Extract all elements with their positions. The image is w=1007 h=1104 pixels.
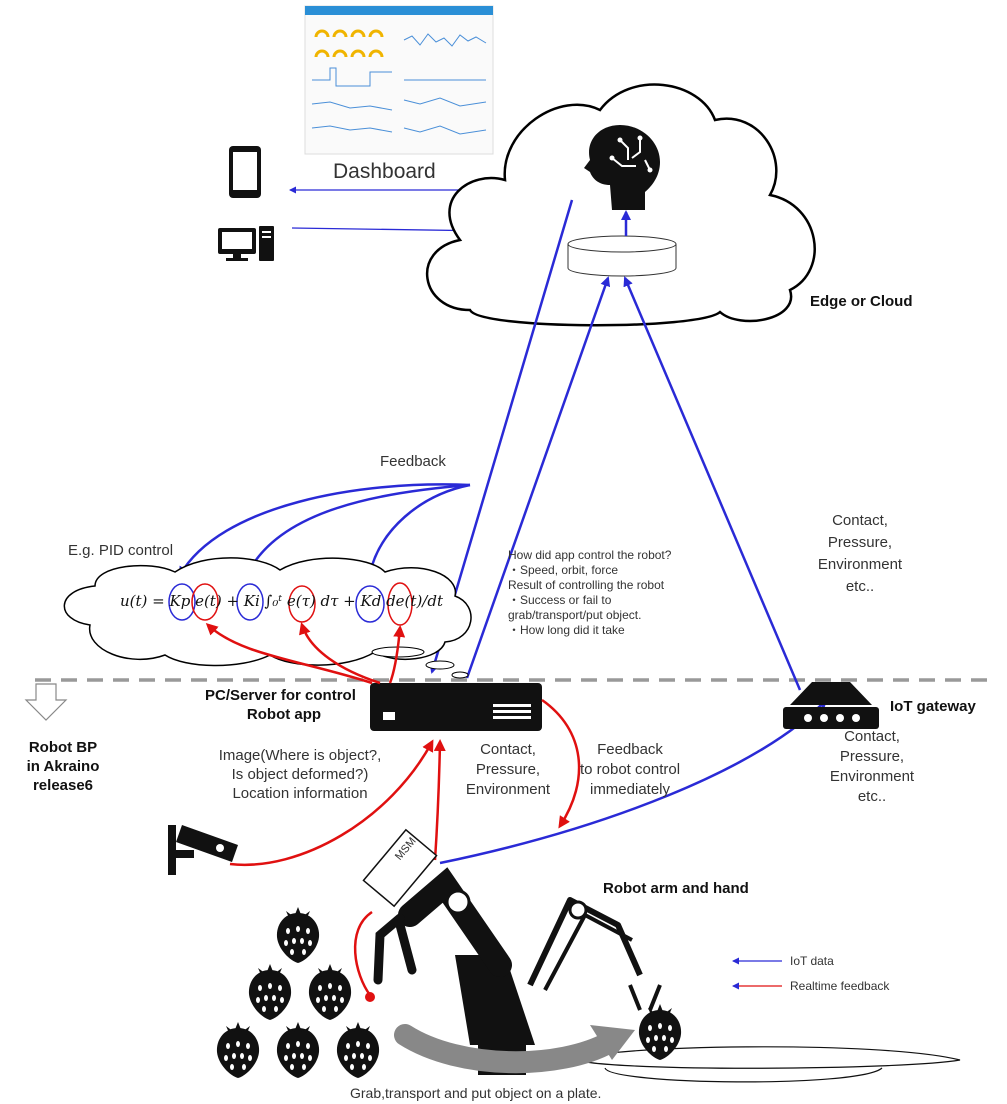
transport-arrow xyxy=(394,1024,621,1074)
note-line-2: ・Speed, orbit, force xyxy=(508,563,619,577)
contact-server-line-2: Pressure, xyxy=(475,761,541,778)
feedback-robot-line-3: immediately xyxy=(589,781,671,798)
contact-server-line-1: Contact, xyxy=(480,741,536,758)
edge-or-cloud-label: Edge or Cloud xyxy=(810,293,913,310)
contact-gateway-line-1: Contact, xyxy=(844,728,900,745)
ai-head-icon xyxy=(584,125,660,210)
database-icon xyxy=(567,235,677,277)
iot-gateway-label: IoT gateway xyxy=(890,698,976,715)
pc-server-line-1: PC/Server for control xyxy=(205,687,356,704)
grab-caption: Grab,transport and put object on a plate… xyxy=(350,1085,602,1101)
note-line-1: How did app control the robot? xyxy=(508,548,672,562)
robot-bp-line-1: Robot BP xyxy=(28,739,98,756)
image-info-line-3: Location information xyxy=(232,785,368,802)
contact-gateway-line-4: etc.. xyxy=(857,788,887,805)
app-control-notes: How did app control the robot? ・Speed, o… xyxy=(508,548,671,638)
contact-server-label: Contact, Pressure, Environment xyxy=(448,740,568,800)
note-line-5: grab/transport/put object. xyxy=(508,608,642,622)
contact-cloud-line-4: etc.. xyxy=(845,578,875,595)
contact-cloud-line-2: Pressure, xyxy=(827,534,893,551)
legend-realtime-label: Realtime feedback xyxy=(790,979,890,993)
pid-cloud-shape xyxy=(63,557,472,667)
contact-cloud-line-3: Environment xyxy=(817,556,903,573)
gateway-router-icon xyxy=(783,682,879,729)
robot-bp-label: Robot BP in Akraino release6 xyxy=(18,738,108,795)
note-line-3: Result of controlling the robot xyxy=(508,578,665,592)
image-info-line-2: Is object deformed?) xyxy=(231,766,369,783)
plate-icon xyxy=(573,1046,961,1083)
contact-gateway-line-3: Environment xyxy=(829,768,915,785)
security-camera-icon xyxy=(168,825,238,875)
legend xyxy=(732,957,782,990)
image-info-label: Image(Where is object?, Is object deform… xyxy=(190,746,410,803)
contact-gateway-label: Contact, Pressure, Environment etc.. xyxy=(812,727,932,807)
pc-server-label: PC/Server for control Robot app xyxy=(205,686,356,724)
contact-cloud-line-1: Contact, xyxy=(832,512,888,529)
dashboard-screenshot-icon xyxy=(304,5,494,155)
robot-bp-line-2: in Akraino xyxy=(26,758,100,775)
note-line-4: ・Success or fail to xyxy=(508,593,612,607)
dashboard-label: Dashboard xyxy=(333,160,436,183)
smartphone-icon xyxy=(229,146,261,198)
contact-gateway-line-2: Pressure, xyxy=(839,748,905,765)
desktop-computer-icon xyxy=(218,226,274,261)
image-info-line-1: Image(Where is object?, xyxy=(218,747,382,764)
feedback-robot-label: Feedback to robot control immediately xyxy=(560,740,700,800)
robot-arm-label: Robot arm and hand xyxy=(603,880,749,897)
pid-formula: u(t) = Kp e(t) + Ki ∫₀ᵗ e(τ) dτ + Kd de(… xyxy=(120,592,443,610)
server-icon xyxy=(370,683,542,731)
feedback-robot-line-2: to robot control xyxy=(579,761,681,778)
legend-iot-label: IoT data xyxy=(790,954,834,968)
contact-server-line-3: Environment xyxy=(465,781,551,798)
pid-control-label: E.g. PID control xyxy=(68,542,174,559)
robot-arm-icon xyxy=(362,828,662,1075)
contact-cloud-label: Contact, Pressure, Environment etc.. xyxy=(800,510,920,598)
pc-server-line-2: Robot app xyxy=(246,706,322,723)
feedback-robot-line-1: Feedback xyxy=(597,741,663,758)
note-line-6: ・How long did it take xyxy=(508,623,625,637)
robot-bp-line-3: release6 xyxy=(32,777,94,794)
feedback-label: Feedback xyxy=(380,453,446,470)
hollow-down-arrow-icon xyxy=(24,683,68,721)
